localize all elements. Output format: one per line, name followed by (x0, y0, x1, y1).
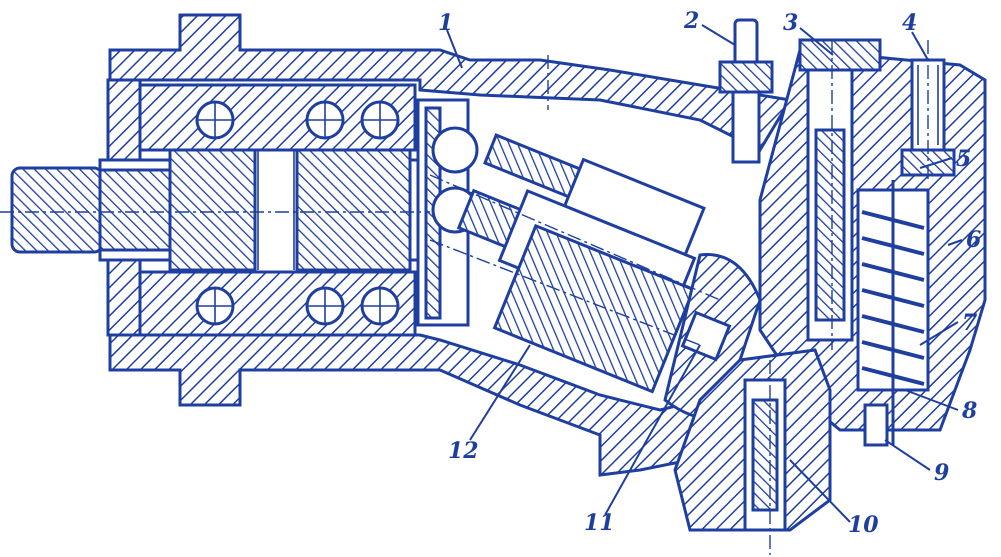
callout-10: 10 (848, 512, 879, 538)
callout-7: 7 (962, 310, 978, 336)
top-plug (798, 38, 882, 72)
distributor-plate (663, 253, 762, 422)
callout-2: 2 (683, 8, 699, 34)
callout-11: 11 (584, 510, 615, 536)
callout-4: 4 (902, 10, 917, 36)
callout-12: 12 (448, 438, 479, 464)
ball-bearings (195, 100, 400, 326)
callout-5: 5 (956, 146, 971, 172)
callout-8: 8 (961, 398, 977, 424)
fitting (718, 18, 774, 164)
callout-1: 1 (438, 10, 453, 36)
leader-lines (446, 24, 963, 523)
output-shaft (10, 103, 422, 327)
centerlines (0, 40, 929, 555)
callout-9: 9 (934, 460, 949, 486)
cylinder-block (492, 223, 696, 394)
callout-6: 6 (966, 227, 981, 253)
adjusting-screw (900, 58, 956, 177)
bottom-screw (863, 403, 889, 447)
callout-3: 3 (783, 10, 798, 36)
spring (861, 180, 925, 445)
callout-labels: 1 2 3 4 5 6 7 8 9 10 11 12 (438, 8, 981, 538)
lower-valve (673, 348, 832, 532)
